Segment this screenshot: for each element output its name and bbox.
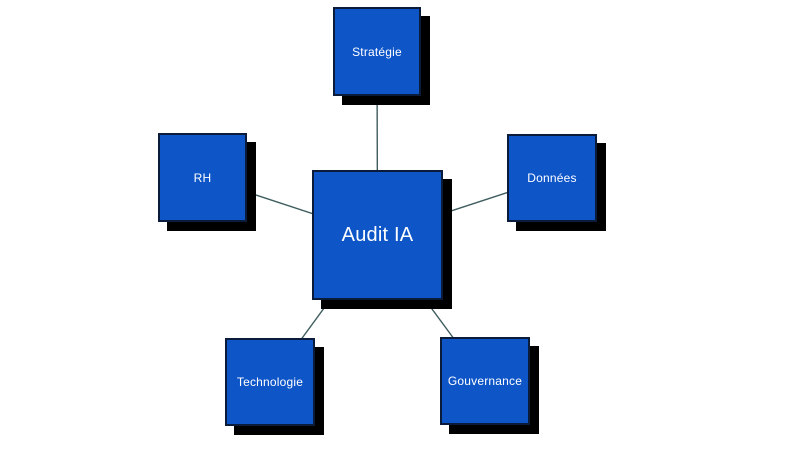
node-gouvernance-label: Gouvernance	[447, 374, 523, 388]
node-donnees-label: Données	[527, 171, 577, 185]
node-strategie-label: Stratégie	[352, 44, 402, 59]
node-technologie: Technologie	[225, 338, 315, 426]
node-donnees: Données	[507, 134, 597, 222]
node-strategie: Stratégie	[333, 7, 421, 96]
node-gouvernance: Gouvernance	[440, 337, 530, 425]
node-technologie-label: Technologie	[236, 375, 304, 389]
node-audit-ia: Audit IA	[312, 170, 443, 300]
node-rh-label: RH	[193, 170, 212, 185]
node-audit-ia-label: Audit IA	[341, 223, 414, 246]
node-rh: RH	[158, 133, 247, 222]
